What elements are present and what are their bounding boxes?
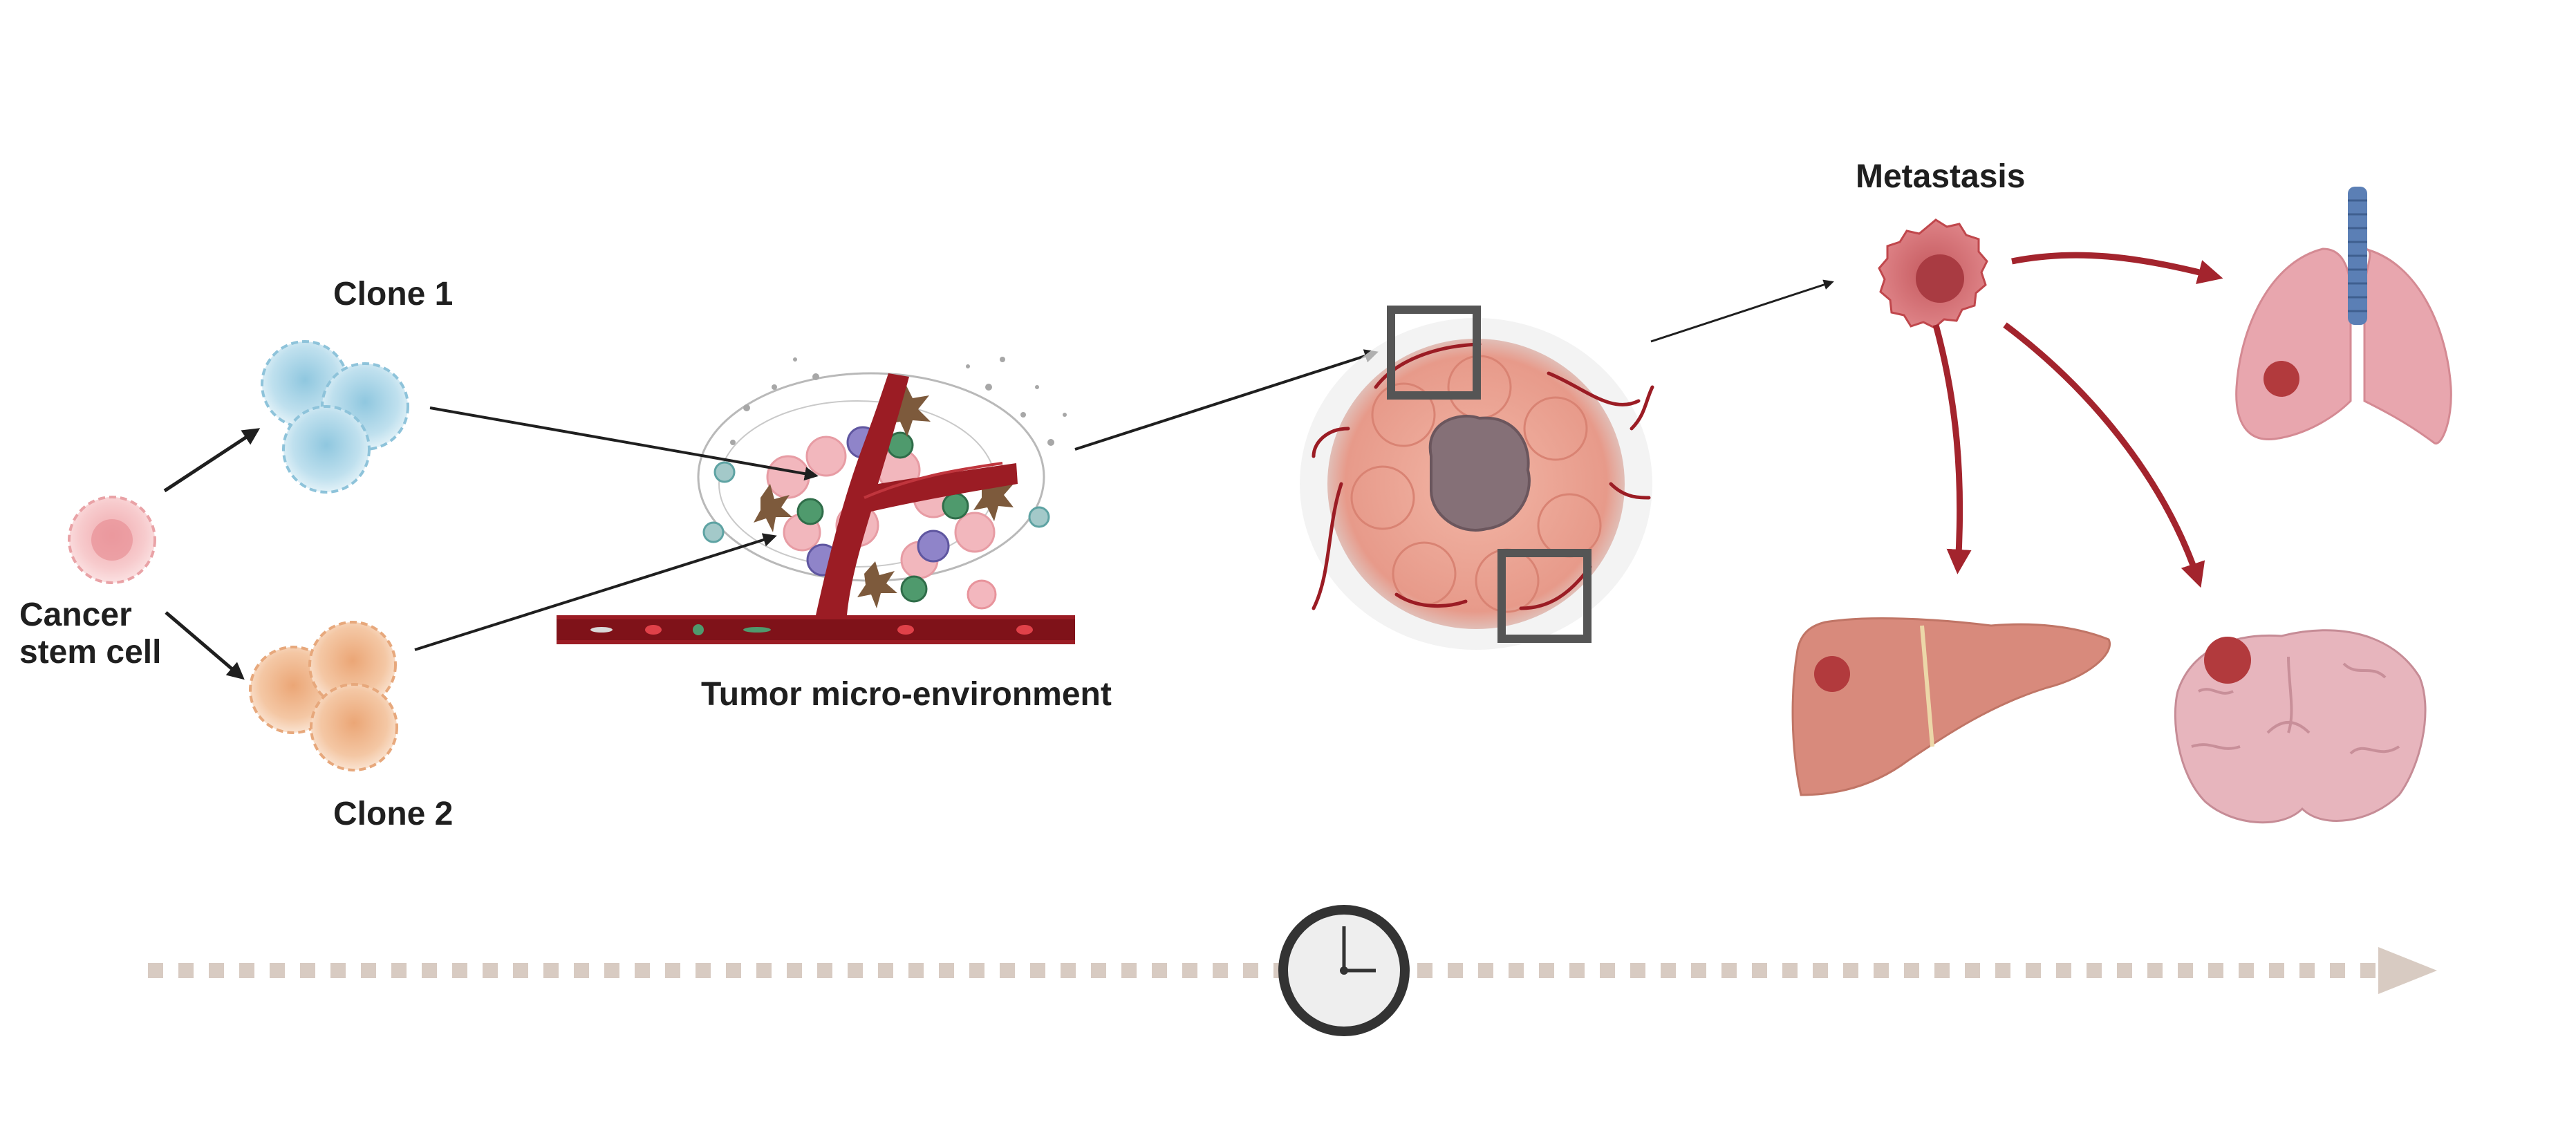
arrow-metastasis-to-liver <box>1932 324 1972 574</box>
arrow-metastasis-to-lung <box>2011 252 2223 285</box>
label-cancer: Cancer <box>19 597 132 633</box>
arrow-stem-to-clone2 <box>165 611 245 680</box>
label-clone1: Clone 1 <box>333 276 454 312</box>
timeline-arrow <box>148 947 2437 994</box>
arrow-tumor-to-metastasis <box>1650 279 1834 343</box>
arrow-clone2-to-tme <box>414 533 777 651</box>
label-stem-cell: stem cell <box>19 634 162 671</box>
label-clone2: Clone 2 <box>333 796 454 832</box>
metastatic-cell-icon <box>1878 218 1988 329</box>
clone1-cells-icon <box>261 340 409 494</box>
brain-icon <box>2174 629 2427 824</box>
tumor-mass-icon <box>1300 306 1654 650</box>
label-tumor-micro-environment: Tumor micro-environment <box>701 676 1112 713</box>
label-metastasis: Metastasis <box>1856 158 2026 195</box>
cancer-stem-cell-icon <box>68 496 156 584</box>
arrow-clone1-to-tme <box>429 406 819 481</box>
arrow-metastasis-to-brain <box>2003 322 2205 588</box>
arrow-stem-to-clone1 <box>163 428 261 493</box>
blood-vessel-icon <box>557 373 1075 644</box>
clone2-cells-icon <box>249 621 398 771</box>
arrow-tme-to-tumor <box>1074 349 1379 451</box>
lung-icon <box>2235 187 2452 445</box>
liver-icon <box>1791 617 2111 796</box>
clock-icon <box>1278 905 1410 1036</box>
